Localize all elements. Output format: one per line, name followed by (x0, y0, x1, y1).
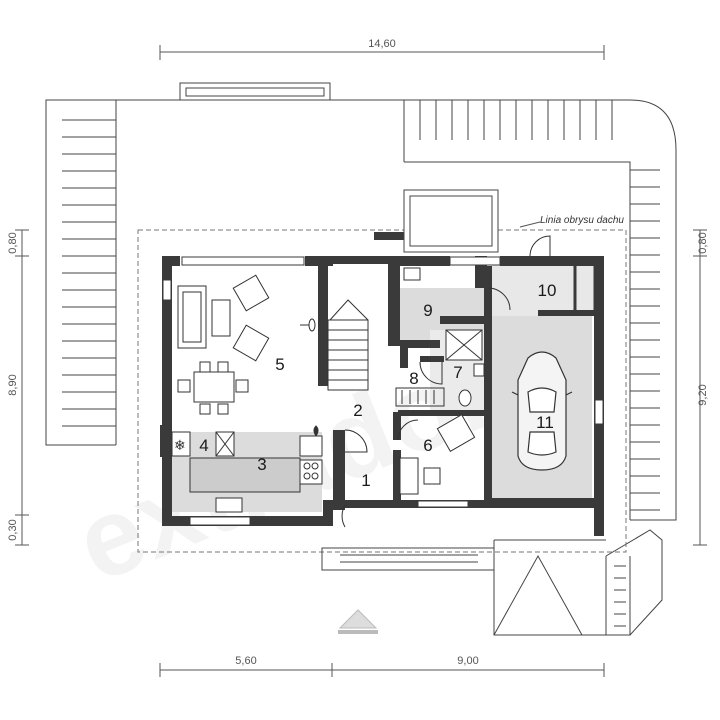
roof-outline-leader (519, 221, 541, 228)
roof-right-top-hatch (419, 100, 613, 140)
bathroom-fixtures (395, 329, 485, 407)
room-label-8: 8 (409, 369, 418, 388)
top-dimension (159, 45, 605, 60)
room-label-10: 10 (538, 281, 557, 300)
dim-left-top: 0,80 (7, 232, 19, 253)
doors (341, 235, 551, 528)
room-label-5: 5 (275, 355, 284, 374)
entrance-steps (321, 547, 495, 571)
room-label-2: 2 (353, 401, 362, 420)
top-porch (403, 189, 499, 253)
roof-carport (493, 529, 663, 636)
windows (162, 256, 604, 526)
roof-outline-dashed (137, 229, 627, 553)
snowflake-icon: ❄ (174, 437, 186, 453)
roof-carport-hatch (614, 565, 626, 627)
dim-top-width: 14,60 (368, 38, 396, 50)
room-labels: 1 2 3 4 5 6 7 8 9 10 11 (199, 281, 556, 490)
dim-right-mid: 9,20 (697, 384, 709, 405)
utility-fixture (403, 267, 421, 281)
room-label-4: 4 (199, 436, 208, 455)
entrance-arrow-icon (338, 609, 378, 634)
roof-right-side-hatch (630, 169, 660, 511)
dim-left-mid: 8,90 (7, 374, 19, 395)
living-furniture (177, 274, 316, 415)
room-label-11: 11 (536, 413, 554, 432)
room-label-1: 1 (361, 471, 370, 490)
roof-right-top (403, 99, 677, 521)
room-label-6: 6 (423, 436, 432, 455)
car-icon (511, 351, 573, 471)
study-furniture (399, 414, 476, 495)
bottom-dimension (159, 663, 605, 677)
left-dimension (15, 229, 29, 546)
right-dimension (693, 229, 707, 546)
kitchen-furniture: ❄ (171, 425, 323, 513)
room-label-7: 7 (453, 363, 462, 382)
dim-left-bottom: 0,30 (7, 519, 19, 540)
dim-bottom-left: 5,60 (235, 655, 256, 667)
staircase (327, 299, 369, 391)
room-label-9: 9 (423, 301, 432, 320)
roof-outline-label: Linia obrysu dachu (540, 215, 624, 226)
roof-top (116, 82, 404, 101)
dim-bottom-right: 9,00 (457, 655, 478, 667)
dim-right-top: 0,80 (697, 232, 709, 253)
room-label-3: 3 (257, 455, 266, 474)
roof-left-hatch (62, 119, 116, 427)
